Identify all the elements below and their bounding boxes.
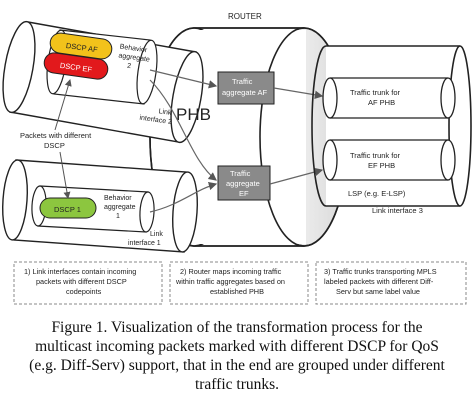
caption-line-1: Figure 1. Visualization of the transform… [51, 319, 423, 336]
figure-caption: Figure 1. Visualization of the transform… [0, 318, 474, 394]
svg-text:Traffic aggregate: Traffic aggregate EF [226, 169, 262, 198]
dscp-af-label: DSCP AF [65, 41, 98, 54]
dscp-1-packet: DSCP 1 [39, 197, 97, 219]
packets-label: Packets with different DSCP [20, 131, 93, 150]
packets-arrow-down [59, 151, 71, 199]
diagram: ROUTER DSCP AF DSCP EF Behavior aggregat… [2, 12, 472, 305]
svg-text:Traffic trunk for AF PHB: Traffic trunk for AF PHB [350, 88, 402, 107]
dscp-af-packet: DSCP AF [49, 32, 113, 60]
trunk-ef-tube: Traffic trunk for EF PHB [322, 139, 456, 181]
caption-line-2: multicast incoming packets marked with d… [35, 338, 439, 355]
traffic-aggregate-af-box: Traffic aggregate AF [217, 71, 275, 105]
dscp-1-label: DSCP 1 [54, 205, 81, 214]
svg-text:1) Link interfaces contain inc: 1) Link interfaces contain incoming pack… [24, 267, 138, 296]
flow-arrow-ef-in [149, 79, 217, 181]
traffic-aggregate-ef-box: Traffic aggregate EF [217, 165, 271, 201]
link-interface-3-label: Link interface 3 [372, 206, 423, 215]
phb-label: PHB [176, 105, 211, 124]
svg-text:2) Router maps incoming traffi: 2) Router maps incoming traffic within t… [175, 267, 287, 296]
lsp-label: LSP (e.g. E-LSP) [348, 189, 406, 198]
caption-line-4: traffic trunks. [194, 376, 280, 393]
flow-arrow-ef-out [269, 167, 324, 185]
router-label: ROUTER [228, 12, 262, 21]
svg-text:Traffic trunk for EF PHB: Traffic trunk for EF PHB [350, 151, 402, 170]
lsp-cylinder [311, 45, 472, 207]
svg-text:3) Traffic trunks transporting: 3) Traffic trunks transporting MPLS labe… [324, 267, 439, 296]
dscp-ef-packet: DSCP EF [43, 52, 109, 80]
link-interface-2-label: Link interface 2 [139, 106, 174, 126]
step-1-box: 1) Link interfaces contain incoming pack… [13, 261, 163, 305]
flow-arrow-af-in [149, 69, 218, 89]
flow-arrow-af-out [273, 87, 324, 99]
trunk-af-tube: Traffic trunk for AF PHB [322, 77, 456, 119]
flow-arrow-1-in [149, 181, 218, 213]
step-3-box: 3) Traffic trunks transporting MPLS labe… [315, 261, 467, 305]
behavior-aggregate-1-label: Behavior aggregate 1 [104, 195, 137, 220]
caption-line-3: (e.g. Diff-Serv) support, that in the en… [29, 357, 445, 374]
link-interface-1-label: Link interface 1 [128, 231, 165, 247]
step-2-box: 2) Router maps incoming traffic within t… [169, 261, 309, 305]
packets-arrow-up [54, 79, 72, 131]
behavior-aggregate-2-label: Behavior aggregate 2 [117, 43, 154, 72]
svg-text:Traffic aggregate AF: Traffic aggregate AF [222, 77, 267, 97]
